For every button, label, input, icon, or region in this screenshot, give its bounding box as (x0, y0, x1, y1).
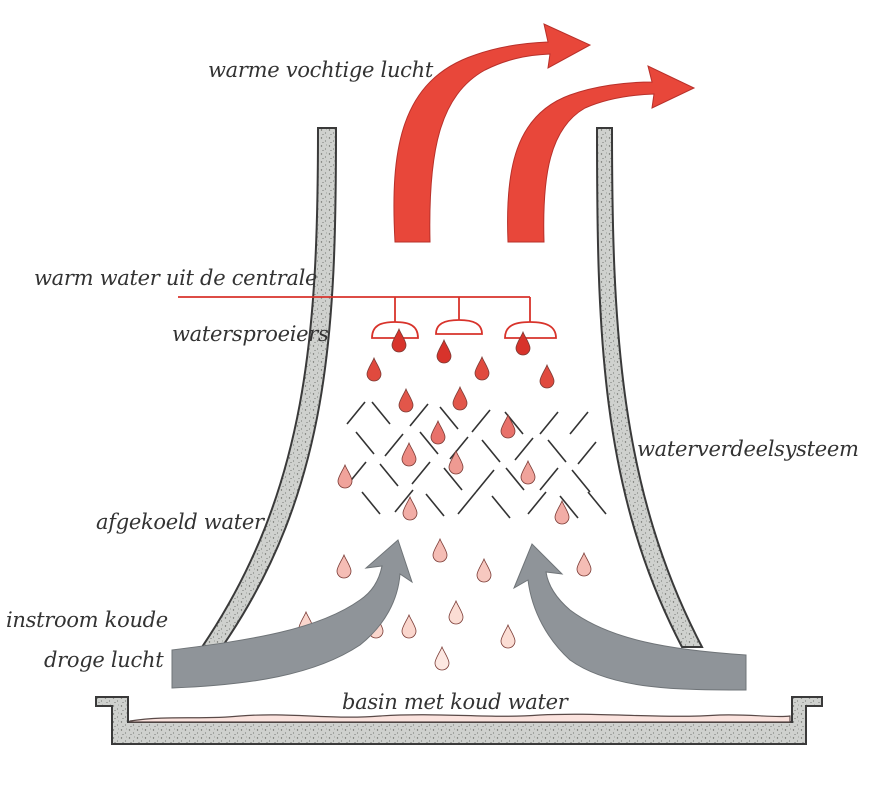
water-droplet (576, 551, 592, 577)
label-cooled-water: afgekoeld water (96, 510, 264, 534)
fill-stroke (457, 491, 477, 515)
fill-stroke (514, 437, 534, 461)
water-droplet (336, 553, 352, 579)
water-droplet (401, 613, 417, 639)
water-droplet (434, 645, 450, 671)
fill-stroke (505, 467, 525, 491)
fill-stroke (384, 433, 404, 457)
sprayer-2 (435, 319, 483, 335)
fill-stroke (439, 406, 459, 430)
fill-stroke (471, 409, 491, 433)
fill-stroke (571, 469, 591, 493)
tower-wall-left (200, 127, 338, 648)
fill-stroke (361, 491, 381, 515)
fill-stroke (409, 403, 429, 427)
label-warm-humid-air: warme vochtige lucht (208, 58, 434, 82)
water-droplet (430, 419, 446, 445)
label-basin: basin met koud water (342, 690, 568, 714)
basin-water (129, 713, 791, 723)
label-hot-water: warm water uit de centrale (34, 266, 318, 290)
water-droplet (436, 338, 452, 364)
fill-stroke (539, 411, 559, 435)
water-droplet (402, 495, 418, 521)
water-droplets (298, 327, 592, 671)
label-inflow-line2: droge lucht (44, 648, 164, 672)
fill-stroke (587, 491, 607, 515)
water-droplet (448, 599, 464, 625)
fill-stroke (539, 467, 559, 491)
label-inflow-line1: instroom koude (6, 608, 168, 632)
fill-stroke (449, 436, 469, 460)
label-sprayers: watersproeiers (172, 322, 329, 346)
hot-air-arrow-1 (393, 23, 592, 243)
water-droplet (520, 459, 536, 485)
fill-stroke (394, 489, 414, 513)
water-droplet (401, 441, 417, 467)
water-droplet (398, 387, 414, 413)
fill-stroke (481, 439, 501, 463)
water-droplet (500, 623, 516, 649)
water-droplet (391, 327, 407, 353)
water-droplet (500, 413, 516, 439)
fill-stroke (559, 495, 579, 519)
fill-stroke (527, 491, 547, 515)
fill-stroke (411, 461, 431, 485)
water-droplet (337, 463, 353, 489)
fill-stroke (371, 401, 391, 425)
fill-stroke (577, 441, 597, 465)
water-droplet (476, 557, 492, 583)
water-droplet (474, 355, 490, 381)
water-droplet (452, 385, 468, 411)
water-droplet (515, 330, 531, 356)
label-distribution-system: waterverdeelsysteem (637, 437, 859, 461)
fill-stroke (425, 493, 445, 517)
water-droplet (554, 499, 570, 525)
fill-stroke (547, 439, 567, 463)
fill-stroke (475, 469, 495, 493)
hot-air-arrow-2 (507, 65, 696, 243)
fill-stroke (569, 411, 589, 435)
water-droplet (366, 356, 382, 382)
tower-wall-right (595, 127, 704, 648)
water-droplet (539, 363, 555, 389)
sprayer-1 (371, 321, 419, 339)
hot-water-pipe (178, 296, 531, 322)
fill-stroke (355, 431, 375, 455)
water-droplet (432, 537, 448, 563)
water-sprayers (371, 319, 557, 339)
fill-stroke (379, 463, 399, 487)
basin (95, 696, 823, 745)
fill-packing (346, 401, 607, 519)
fill-stroke (491, 495, 511, 519)
fill-stroke (443, 467, 463, 491)
cold-air-arrow-right (512, 543, 747, 691)
fill-stroke (346, 401, 366, 425)
water-droplet (448, 449, 464, 475)
cold-air-arrow-left (171, 539, 413, 689)
fill-stroke (419, 431, 439, 455)
sprayer-3 (504, 321, 557, 339)
